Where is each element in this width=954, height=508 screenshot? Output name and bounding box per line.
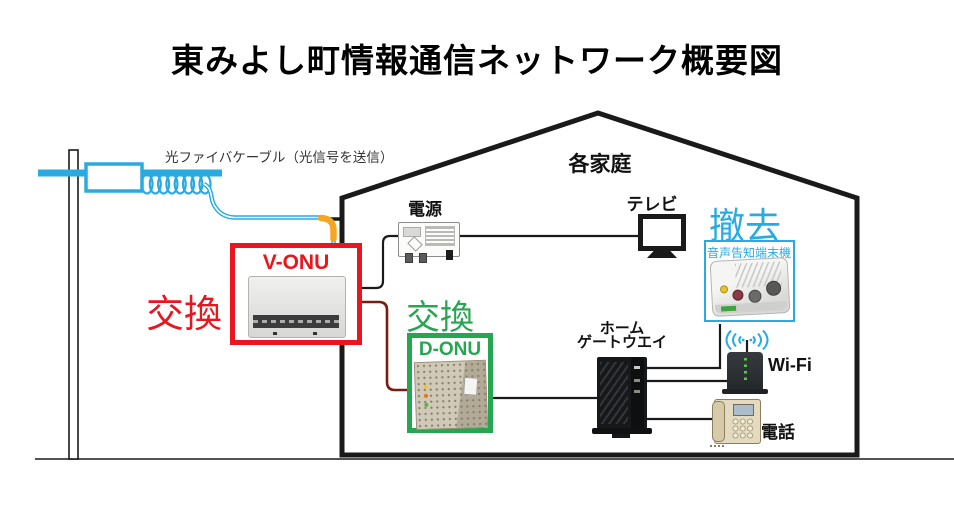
- page-title: 東みよし町情報通信ネットワーク概要図: [171, 42, 783, 79]
- vonu-device-label-strip: [253, 315, 339, 328]
- power-device-mark: [407, 236, 423, 252]
- vonu-device-image: [248, 276, 346, 338]
- gateway-label-line1: ホーム: [599, 320, 645, 337]
- voice-terminal-button-red: [732, 289, 744, 301]
- tv-stand: [647, 251, 677, 258]
- power-label: 電源: [408, 200, 442, 219]
- voice-terminal-button-yellow: [719, 285, 729, 294]
- fiber-cable-label: 光ファイバケーブル（光信号を送信）: [165, 150, 394, 165]
- donu-label: D-ONU: [418, 339, 482, 360]
- voice-terminal-highlight-box: 音声告知端末機: [704, 240, 795, 322]
- wifi-router-image: [727, 352, 763, 390]
- power-device-image: [398, 222, 460, 263]
- phone-handset: [712, 401, 725, 442]
- voice-terminal-knob: [748, 289, 762, 304]
- vonu-replace-annotation: 交換: [146, 294, 223, 336]
- utility-pole: [68, 149, 79, 460]
- phone-label: 電話: [761, 423, 795, 442]
- voice-terminal-label: 音声告知端末機: [706, 246, 791, 260]
- voice-terminal-removal-annotation: 撤去: [709, 205, 782, 246]
- vonu-label: V-ONU: [262, 251, 330, 274]
- power-device-spec-text: [425, 226, 455, 246]
- wire-vonu-to-donu: [362, 300, 407, 392]
- phone-icon: [710, 399, 761, 447]
- house-outline: [339, 110, 860, 458]
- phone-cord: [710, 438, 724, 447]
- power-connector: [446, 250, 453, 260]
- tv-icon: [638, 214, 686, 251]
- fiber-entry-bend: [317, 214, 337, 243]
- fiber-drop-cable: [202, 181, 322, 220]
- phone-screen: [733, 404, 754, 416]
- gateway-foot: [612, 434, 630, 438]
- donu-replace-annotation: 交換: [406, 299, 474, 337]
- tv-label: テレビ: [626, 195, 678, 214]
- wire-vonu-to-power: [362, 234, 398, 290]
- house-label: 各家庭: [568, 153, 632, 176]
- fiber-cable: [38, 162, 337, 247]
- voice-terminal-knob: [765, 280, 782, 297]
- gateway-port-mark: [634, 390, 640, 393]
- wire-gateway-to-voice-terminal: [647, 324, 722, 370]
- power-device-logo: [403, 227, 421, 237]
- vonu-device-foot: [313, 332, 317, 335]
- gateway-vents: [600, 362, 628, 424]
- voice-terminal-base: [714, 301, 788, 314]
- power-connector: [419, 253, 427, 263]
- vonu-highlight-box: V-ONU: [230, 243, 362, 345]
- gateway-label-line2: ゲートウエイ: [576, 334, 667, 351]
- phone-keypad: [732, 418, 754, 439]
- donu-sticker: [463, 376, 479, 396]
- gateway-port-mark: [634, 379, 640, 382]
- gateway-label: ホーム ゲートウエイ: [562, 320, 682, 351]
- wifi-router-leds: [744, 358, 747, 382]
- fiber-closure-box: [84, 162, 144, 193]
- gateway-side-panel: [631, 357, 644, 429]
- wifi-label: Wi-Fi: [768, 355, 812, 375]
- indoor-wires: [362, 234, 727, 421]
- gateway-stand: [592, 428, 652, 434]
- gateway-port-mark: [634, 366, 640, 369]
- wifi-router-base: [722, 389, 768, 394]
- donu-led-yellow: [423, 384, 428, 389]
- vonu-device-foot: [273, 332, 277, 335]
- donu-highlight-box: D-ONU: [407, 333, 493, 433]
- voice-terminal-device-image: [709, 256, 791, 318]
- gateway-device-image: [597, 357, 647, 429]
- donu-device-image: [413, 359, 489, 431]
- power-connector: [405, 253, 413, 263]
- fiber-drop-cable-highlight: [203, 183, 322, 219]
- fiber-slack-coil: [140, 173, 212, 195]
- voice-terminal-sticker: [720, 305, 737, 312]
